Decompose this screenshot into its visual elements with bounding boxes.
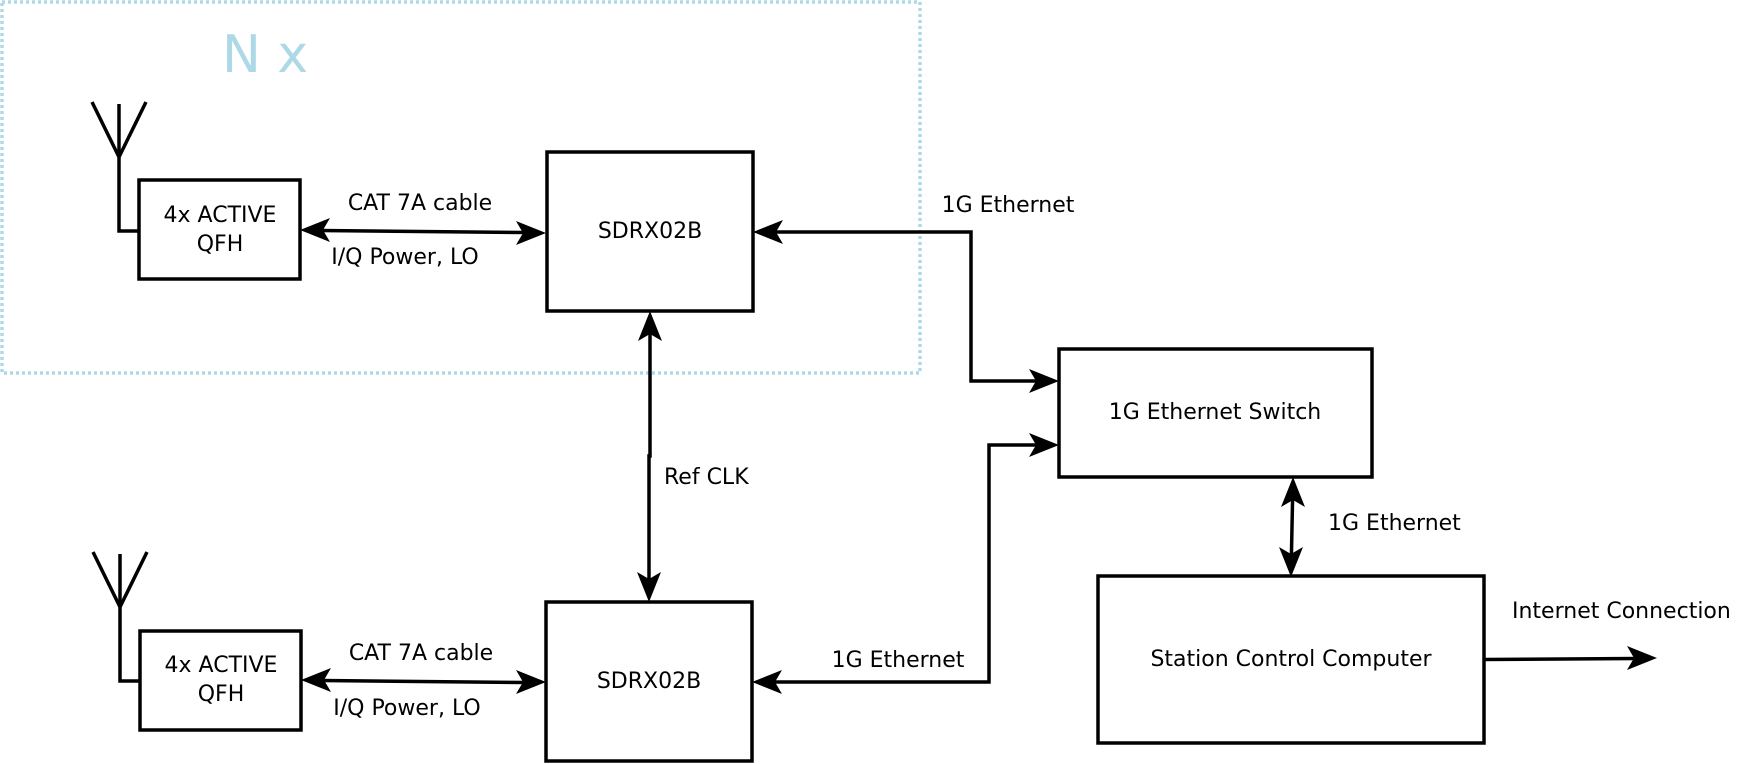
qfh-block-top: 4x ACTIVE QFH [137,178,302,281]
ethernet-link-bottom: 1G Ethernet [752,433,1059,694]
cable-link-bottom-sublabel: I/Q Power, LO [333,696,481,721]
antenna-icon [90,101,148,233]
sdr-block-top: SDRX02B [545,150,755,313]
station-control-computer-block: Station Control Computer [1096,574,1486,745]
qfh-block-bottom: 4x ACTIVE QFH [138,629,303,732]
cable-link-bottom-label: CAT 7A cable [349,641,493,666]
ethernet-link-bottom-label: 1G Ethernet [832,648,965,673]
qfh-block-bottom-line1: 4x ACTIVE [165,653,278,678]
cable-link-bottom: CAT 7A cable I/Q Power, LO [301,641,546,721]
cable-link-top: CAT 7A cable I/Q Power, LO [300,191,546,270]
ethernet-switch-block: 1G Ethernet Switch [1057,347,1374,479]
replication-group-border [0,0,922,375]
sdr-block-top-label: SDRX02B [598,219,702,244]
internet-link-label: Internet Connection [1512,599,1731,624]
ethernet-link-switch-computer-label: 1G Ethernet [1328,511,1461,536]
sdr-block-bottom: SDRX02B [544,600,754,763]
qfh-block-top-line2: QFH [197,232,244,257]
ethernet-link-switch-computer: 1G Ethernet [1279,477,1461,577]
qfh-block-top-line1: 4x ACTIVE [164,203,277,228]
ethernet-link-top: 1G Ethernet [753,193,1075,393]
replication-group-label: N x [222,25,308,85]
ref-clk-link: Ref CLK [637,311,749,602]
internet-link: Internet Connection [1483,599,1731,670]
sdr-block-bottom-label: SDRX02B [597,669,701,694]
station-control-computer-label: Station Control Computer [1150,647,1432,672]
cable-link-top-sublabel: I/Q Power, LO [331,245,479,270]
ethernet-link-top-label: 1G Ethernet [942,193,1075,218]
antenna-icon [91,551,149,683]
cable-link-top-label: CAT 7A cable [348,191,492,216]
ref-clk-link-label: Ref CLK [664,465,749,490]
qfh-block-bottom-line2: QFH [198,682,245,707]
ethernet-switch-block-label: 1G Ethernet Switch [1109,400,1322,425]
